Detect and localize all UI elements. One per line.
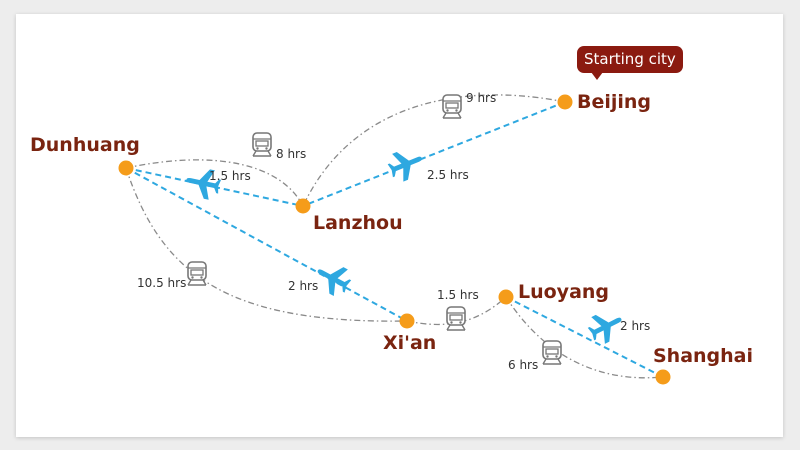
city-dot-luoyang[interactable] [498,289,514,305]
train-icon [446,306,466,331]
duration-flight-luoyang-shanghai: 2 hrs [620,319,651,333]
city-dot-dunhuang[interactable] [118,160,134,176]
plane-icon [384,144,428,185]
city-label-luoyang[interactable]: Luoyang [518,281,610,303]
duration-flight-beijing-lanzhou: 2.5 hrs [427,168,469,182]
train-route-dunhuang-lanzhou [125,159,304,207]
city-label-lanzhou[interactable]: Lanzhou [313,212,403,234]
city-label-beijing[interactable]: Beijing [577,91,652,113]
duration-flight-dunhuang-lanzhou: 1.5 hrs [209,169,251,183]
train-route-luoyang-shanghai [505,296,664,379]
train-route-dunhuang-xian [125,167,408,322]
city-dot-xian[interactable] [399,313,415,329]
city-label-dunhuang[interactable]: Dunhuang [30,134,140,156]
city-dot-beijing[interactable] [557,94,573,110]
duration-train-dunhuang-xian: 10.5 hrs [137,276,187,290]
train-icon [187,261,207,286]
train-icon [442,94,462,119]
map-card: Starting city Beijing Dunhuang Lanzhou X… [16,14,783,437]
starting-city-badge-text: Starting city [584,50,676,68]
duration-train-luoyang-shanghai: 6 hrs [508,358,539,372]
city-dot-lanzhou[interactable] [295,198,311,214]
duration-train-dunhuang-lanzhou: 8 hrs [276,147,307,161]
flight-route-dunhuang-xian [125,167,408,322]
duration-flight-dunhuang-xian: 2 hrs [288,279,319,293]
starting-city-badge: Starting city [577,46,683,80]
city-label-shanghai[interactable]: Shanghai [653,345,754,367]
train-route-beijing-lanzhou [302,94,566,207]
city-dot-shanghai[interactable] [655,369,671,385]
train-icon [252,132,272,157]
city-label-xian[interactable]: Xi'an [383,332,437,354]
route-map [118,94,671,385]
duration-train-beijing-lanzhou: 9 hrs [466,91,497,105]
duration-train-xian-luoyang: 1.5 hrs [437,288,479,302]
train-icon [542,340,562,365]
flight-route-beijing-lanzhou [302,101,566,207]
